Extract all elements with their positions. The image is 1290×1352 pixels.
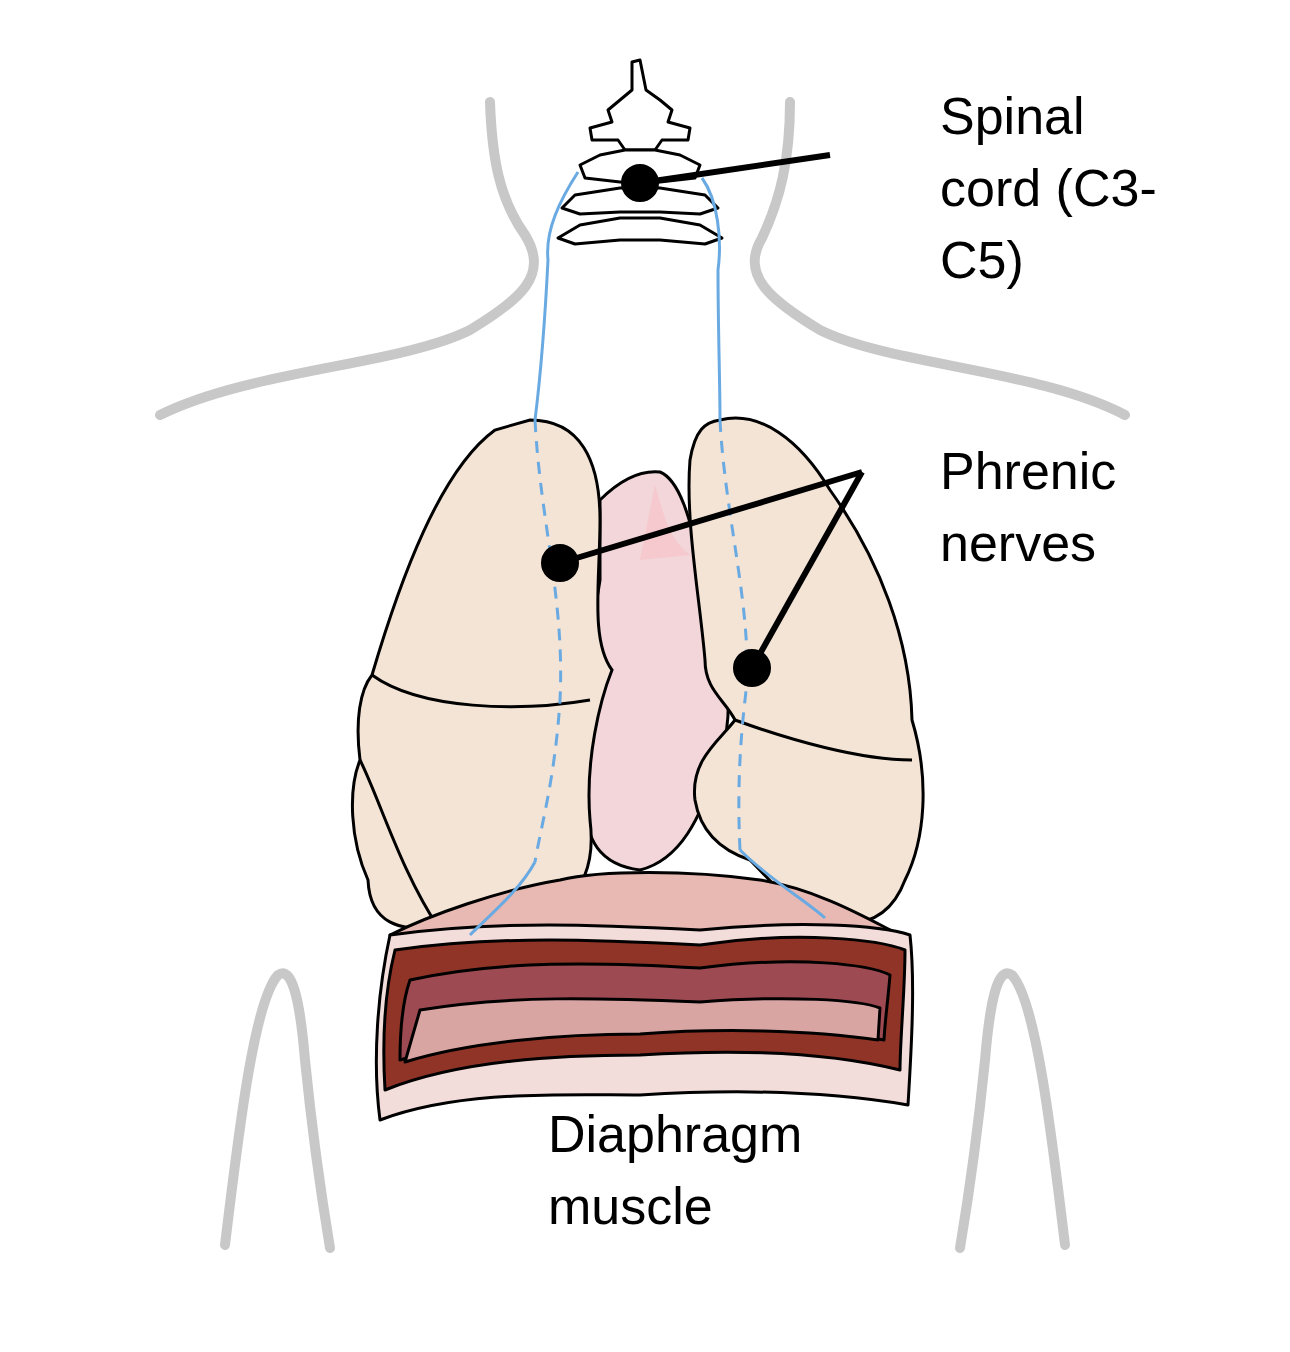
lung-fissure — [735, 720, 912, 760]
right-lung — [352, 420, 612, 930]
leader-line — [752, 472, 862, 668]
vertebrae — [558, 60, 722, 244]
nerve-solid — [740, 850, 825, 918]
vertebra — [558, 218, 722, 244]
nerve-dashed — [720, 420, 747, 850]
nerve-solid — [535, 172, 578, 420]
leader-line — [640, 155, 830, 183]
lung-fissure — [360, 760, 440, 930]
diaphragm-band — [384, 937, 905, 1090]
arm-right — [960, 973, 1065, 1248]
nerve-solid — [702, 178, 720, 420]
nerve-dashed — [535, 420, 561, 862]
label-text: Diaphragm muscle — [548, 1098, 868, 1242]
diaphragm — [376, 873, 912, 1121]
label-text: Spinal cord (C3-C5) — [940, 80, 1180, 296]
left-lung — [689, 418, 923, 924]
arm-left — [225, 973, 330, 1248]
trachea — [640, 485, 690, 560]
leader-dot — [736, 652, 768, 684]
lung-fissure — [372, 675, 590, 707]
leader-dot — [544, 547, 576, 579]
neck-shoulder-left — [160, 102, 534, 415]
neck-shoulder-right — [755, 102, 1125, 415]
nerve-solid — [470, 862, 535, 935]
phrenic-nerve — [470, 172, 825, 935]
leader-lines — [544, 155, 862, 684]
leader-dot — [624, 167, 656, 199]
diaphragm-band — [405, 999, 880, 1062]
vertebra — [590, 60, 690, 150]
label-text: Phrenic nerves — [940, 435, 1180, 579]
diaphragm-base — [376, 925, 912, 1120]
